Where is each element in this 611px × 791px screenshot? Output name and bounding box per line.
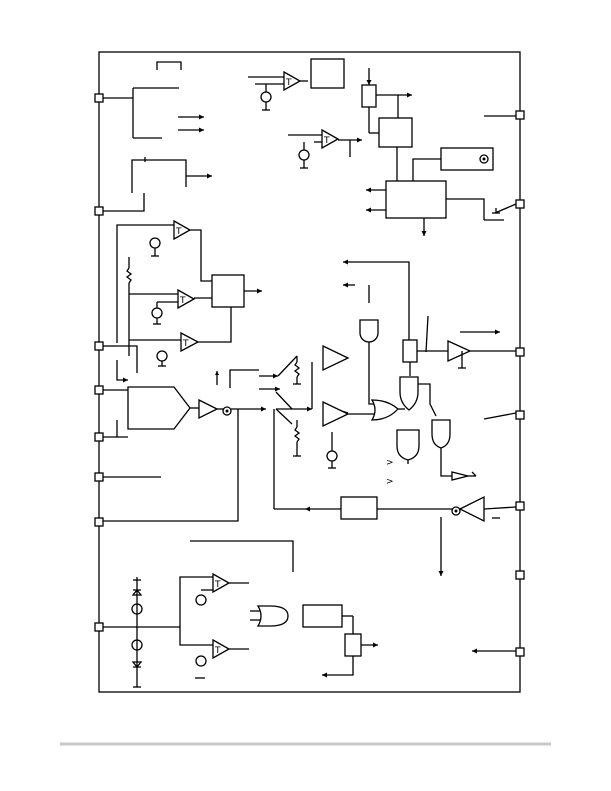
pin-left-6 xyxy=(94,472,104,482)
bottom-section: T T xyxy=(103,540,516,688)
svg-text:T: T xyxy=(323,136,330,146)
pin-left-8 xyxy=(94,622,104,632)
top-box-1 xyxy=(310,58,345,89)
top-left-switch xyxy=(103,61,204,139)
comparator-stage xyxy=(322,259,418,469)
svg-text:T: T xyxy=(179,296,186,306)
pin-left-1 xyxy=(94,93,104,103)
left-bus: T T T xyxy=(116,219,262,367)
output-logic: > > xyxy=(386,315,517,487)
pin-left-2 xyxy=(94,206,104,216)
comparator-top-1: T xyxy=(248,70,308,111)
svg-text:T: T xyxy=(285,78,292,88)
svg-text:T: T xyxy=(182,339,189,349)
controller-block xyxy=(366,115,517,236)
pin-left-7 xyxy=(94,517,104,527)
feedback-loop xyxy=(274,495,517,576)
pin-left-4 xyxy=(94,385,104,395)
pin-right-3 xyxy=(515,347,525,357)
left-decoder xyxy=(103,345,266,522)
left-switch-2 xyxy=(103,157,212,212)
svg-text:T: T xyxy=(175,227,182,237)
pin-right-1 xyxy=(515,110,525,120)
pin-left-5 xyxy=(94,432,104,442)
diagram-border xyxy=(98,51,521,693)
pin-right-2 xyxy=(515,199,525,209)
pin-right-6 xyxy=(515,570,525,580)
svg-text:T: T xyxy=(214,580,221,590)
svg-text:T: T xyxy=(214,646,221,656)
comparator-top-2: T xyxy=(288,128,362,169)
svg-text:>: > xyxy=(386,477,394,487)
pin-right-4 xyxy=(515,410,525,420)
svg-text:>: > xyxy=(386,458,394,468)
center-mux xyxy=(215,355,313,509)
pin-right-7 xyxy=(515,647,525,657)
pin-left-3 xyxy=(94,341,104,351)
register-block xyxy=(361,68,413,181)
pin-right-5 xyxy=(515,501,525,511)
